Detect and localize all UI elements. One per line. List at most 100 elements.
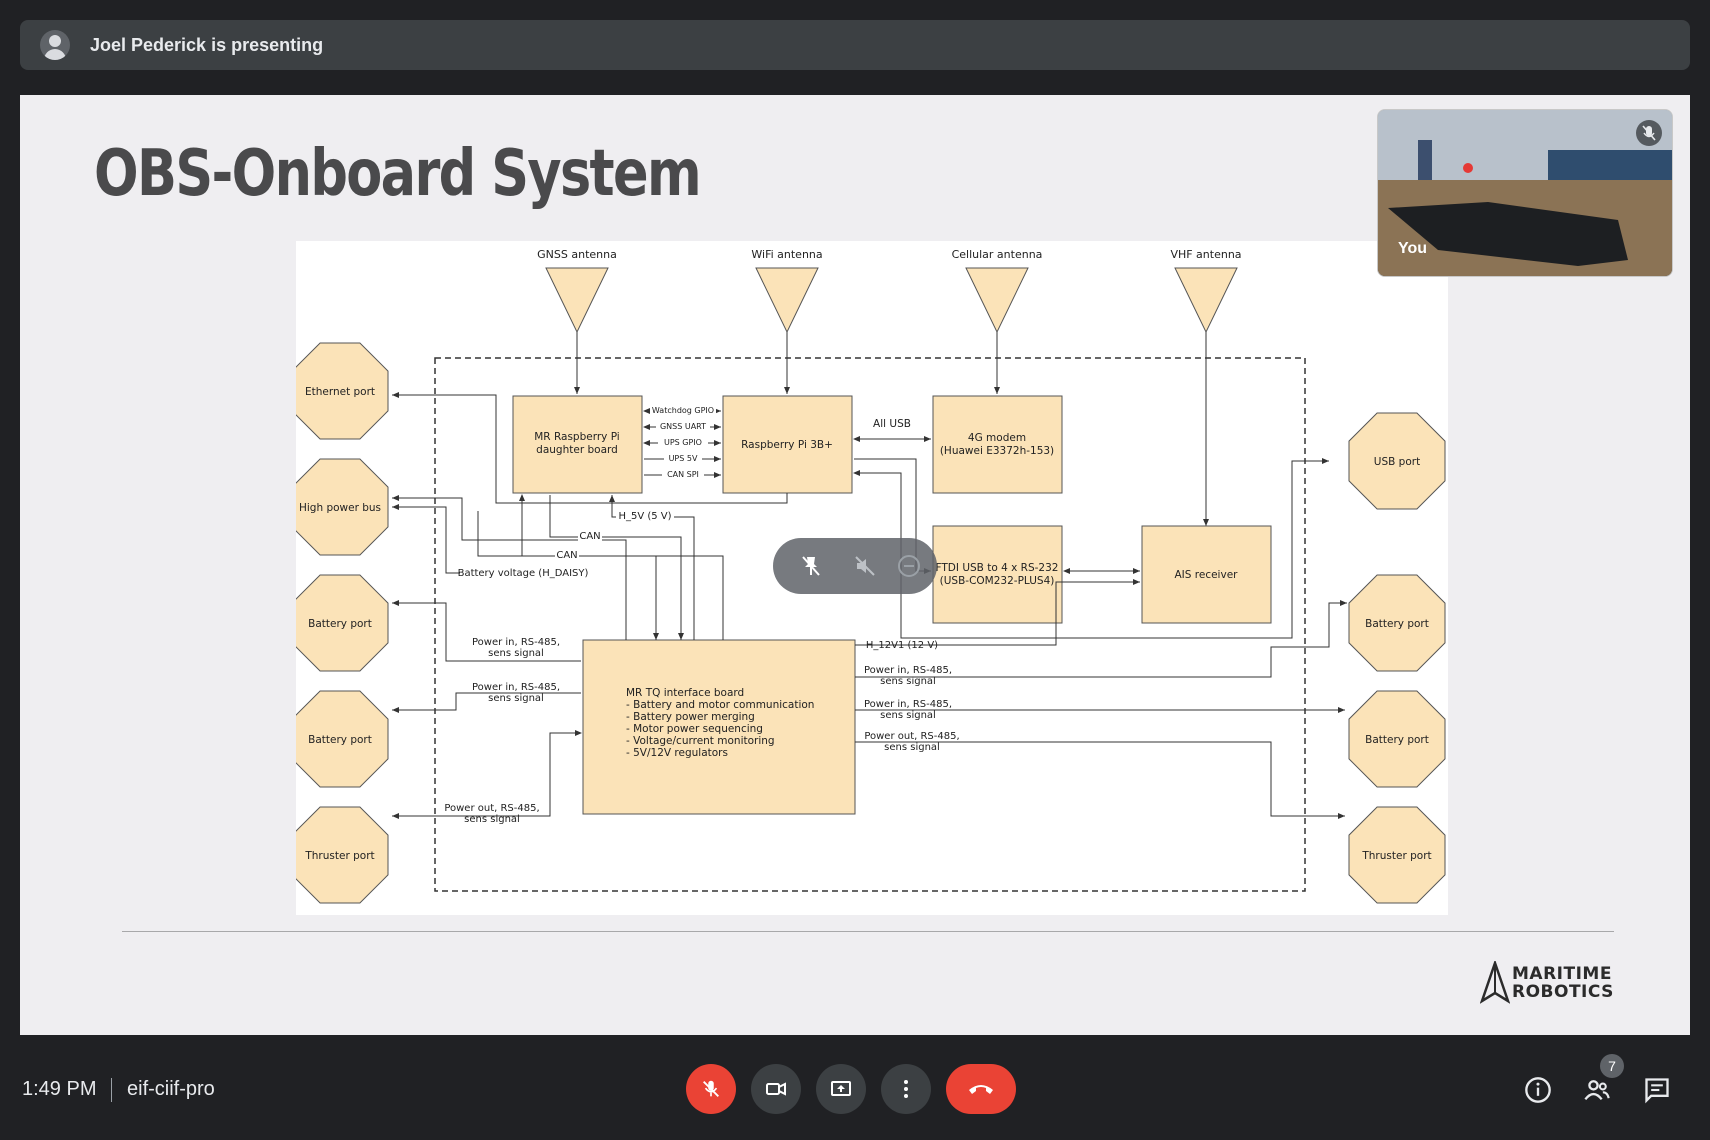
- right-port-2: Battery port: [1348, 690, 1446, 788]
- chat-icon[interactable]: [1643, 1076, 1671, 1104]
- box-label: (Huawei E3372h-153): [940, 445, 1054, 457]
- can-label: CAN: [556, 550, 577, 561]
- port-label: Battery port: [1365, 734, 1429, 746]
- antenna-label: VHF antenna: [1170, 248, 1241, 261]
- participants-icon[interactable]: [1583, 1076, 1611, 1104]
- right-port-1: Battery port: [1348, 574, 1446, 672]
- antenna-cellular: Cellular antenna: [952, 248, 1043, 394]
- antenna-label: Cellular antenna: [952, 248, 1043, 261]
- power-label: sens signal: [884, 742, 940, 753]
- box-label: - Battery and motor communication: [626, 699, 814, 711]
- present-screen-button[interactable]: [816, 1064, 866, 1114]
- self-view-tile[interactable]: You: [1377, 109, 1673, 277]
- box-tq-interface: MR TQ interface board - Battery and moto…: [582, 639, 856, 815]
- power-label: sens signal: [464, 814, 520, 825]
- presenter-banner: Joel Pederick is presenting: [20, 20, 1690, 70]
- antenna-gnss: GNSS antenna: [537, 248, 617, 394]
- port-label: High power bus: [299, 502, 381, 514]
- camera-toggle-button[interactable]: [751, 1064, 801, 1114]
- mute-volume-icon[interactable]: [853, 554, 877, 578]
- power-label: Power out, RS-485,: [864, 731, 959, 742]
- right-port-3: Thruster port: [1348, 806, 1446, 904]
- power-label: Power in, RS-485,: [864, 699, 952, 710]
- port-label: Thruster port: [304, 850, 374, 862]
- gpio-label: GNSS UART: [660, 422, 706, 431]
- meeting-control-bar: 1:49 PM eif-ciif-pro 7: [0, 1054, 1710, 1140]
- power-label: Power in, RS-485,: [472, 682, 560, 693]
- gpio-label: CAN SPI: [667, 470, 699, 479]
- box-label: daughter board: [536, 444, 618, 456]
- box-mr-pi-daughter: MR Raspberry Pi daughter board: [512, 395, 643, 494]
- box-label: MR Raspberry Pi: [534, 431, 619, 443]
- more-options-button[interactable]: [881, 1064, 931, 1114]
- antenna-label: GNSS antenna: [537, 248, 617, 261]
- power-label: sens signal: [488, 648, 544, 659]
- presenting-text: Joel Pederick is presenting: [90, 34, 324, 55]
- all-usb-label: All USB: [873, 418, 911, 430]
- self-mic-muted-icon[interactable]: [1636, 120, 1662, 146]
- box-label: - Voltage/current monitoring: [626, 735, 775, 747]
- port-label: Battery port: [1365, 618, 1429, 630]
- h5v-label: H_5V (5 V): [618, 511, 671, 522]
- presenter-avatar: [40, 30, 70, 60]
- participants-count-badge: 7: [1600, 1054, 1624, 1078]
- box-label: 4G modem: [968, 432, 1026, 444]
- box-4g-modem: 4G modem (Huawei E3372h-153): [932, 395, 1063, 494]
- left-port-0: Ethernet port: [291, 342, 389, 440]
- remove-icon[interactable]: [897, 554, 921, 578]
- port-label: Battery port: [308, 734, 372, 746]
- leave-call-button[interactable]: [946, 1064, 1016, 1114]
- more-vert-icon: [904, 1080, 908, 1098]
- gpio-links: Watchdog GPIO GNSS UART UPS GPIO UPS 5V …: [643, 405, 721, 480]
- meeting-code: eif-ciif-pro: [127, 1078, 215, 1100]
- power-label: sens signal: [880, 676, 936, 687]
- system-diagram: GNSS antenna WiFi antenna Cellular anten…: [291, 241, 1448, 915]
- antenna-label: WiFi antenna: [751, 248, 822, 261]
- logo-mark-icon: [1480, 961, 1510, 1004]
- power-label: Power out, RS-485,: [444, 803, 539, 814]
- box-label: - Motor power sequencing: [626, 723, 763, 735]
- gpio-label: UPS 5V: [669, 454, 698, 463]
- box-label: MR TQ interface board: [626, 687, 744, 699]
- unpin-icon[interactable]: [799, 554, 823, 578]
- right-port-0: USB port: [1348, 412, 1446, 510]
- box-label: - Battery power merging: [626, 711, 755, 723]
- left-port-1: High power bus: [291, 458, 389, 556]
- self-view-video: [1378, 110, 1672, 276]
- microphone-toggle-button[interactable]: [686, 1064, 736, 1114]
- antenna-vhf: VHF antenna: [1170, 248, 1242, 526]
- battery-voltage-label: Battery voltage (H_DAISY): [458, 568, 589, 579]
- box-label: FTDI USB to 4 x RS-232: [936, 562, 1059, 574]
- power-label: sens signal: [880, 710, 936, 721]
- camera-icon: [766, 1082, 786, 1096]
- slide-title: OBS-Onboard System: [94, 137, 702, 211]
- power-label: sens signal: [488, 693, 544, 704]
- box-raspberry-pi: Raspberry Pi 3B+: [722, 395, 853, 494]
- port-label: USB port: [1374, 456, 1420, 468]
- port-label: Thruster port: [1361, 850, 1431, 862]
- meeting-details-icon[interactable]: [1524, 1076, 1552, 1104]
- slide-divider: [122, 931, 1614, 932]
- hang-up-icon: [969, 1085, 993, 1094]
- gpio-label: UPS GPIO: [664, 438, 702, 447]
- mic-off-icon: [703, 1080, 719, 1097]
- logo-line1: MARITIME: [1512, 964, 1612, 984]
- present-icon: [831, 1081, 851, 1096]
- self-view-label: You: [1398, 240, 1428, 257]
- logo-line2: ROBOTICS: [1512, 982, 1614, 1002]
- divider: [111, 1078, 112, 1102]
- box-label: Raspberry Pi 3B+: [741, 439, 833, 451]
- box-label: (USB-COM232-PLUS4): [940, 575, 1055, 587]
- left-port-4: Thruster port: [291, 806, 389, 904]
- box-label: AIS receiver: [1175, 569, 1239, 581]
- clock: 1:49 PM: [22, 1078, 97, 1100]
- port-label: Battery port: [308, 618, 372, 630]
- left-port-2: Battery port: [291, 574, 389, 672]
- box-ais-receiver: AIS receiver: [1141, 525, 1272, 624]
- gpio-label: Watchdog GPIO: [652, 406, 714, 415]
- box-ftdi: FTDI USB to 4 x RS-232 (USB-COM232-PLUS4…: [932, 525, 1063, 624]
- port-label: Ethernet port: [305, 386, 375, 398]
- tile-controls-pill: [773, 538, 937, 594]
- left-port-3: Battery port: [291, 690, 389, 788]
